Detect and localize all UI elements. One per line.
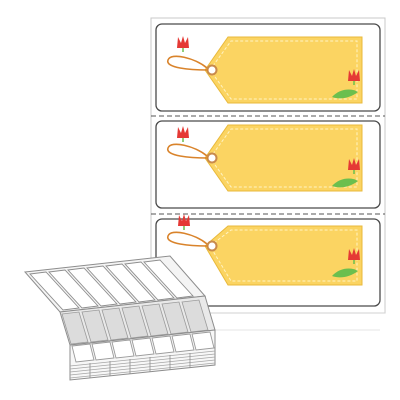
hang-tag-shape [204, 36, 363, 104]
leaf-icon [332, 89, 358, 99]
label-2 [155, 120, 381, 209]
tulip-icon [178, 214, 190, 230]
tulip-icon [348, 69, 360, 85]
leaf-icon [332, 178, 358, 188]
tulip-icon [348, 158, 360, 174]
label-1 [155, 23, 381, 112]
string-loop-icon [167, 231, 209, 247]
tulip-icon [348, 248, 360, 264]
hang-tag-shape [204, 124, 363, 192]
string-loop-icon [167, 55, 209, 71]
tag-stitch [209, 40, 358, 100]
stack-fold [59, 295, 216, 346]
stack-block [69, 329, 216, 381]
tulip-icon [177, 126, 189, 142]
tag-stitch [209, 128, 358, 188]
hang-tag-shape [204, 225, 363, 286]
stack-top-sheet [23, 255, 207, 313]
label-3 [155, 214, 381, 307]
string-loop-icon [167, 143, 209, 159]
tulip-icon [177, 36, 189, 52]
leaf-icon [332, 268, 358, 278]
